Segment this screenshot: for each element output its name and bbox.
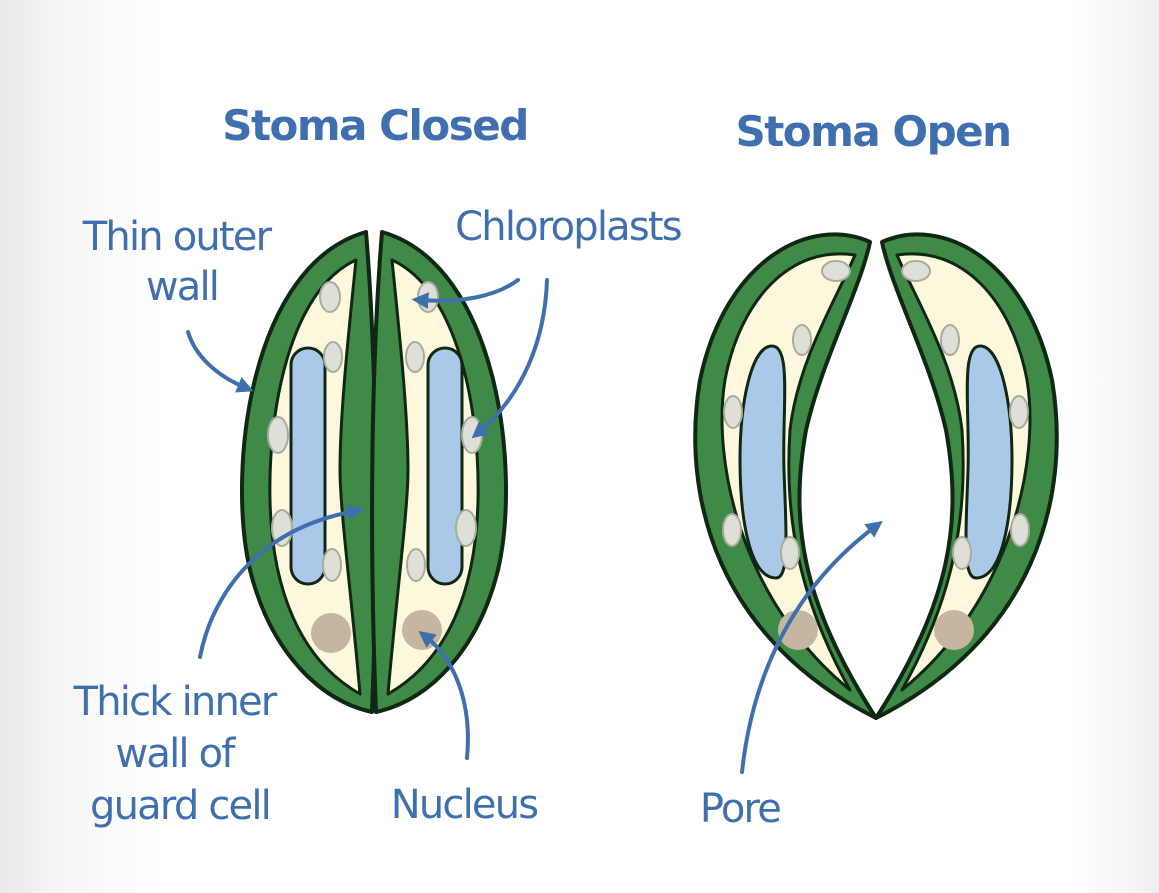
arrow-outer-wall	[186, 330, 254, 393]
guard-cell-right-open	[874, 232, 1059, 720]
guard-cell-left-closed	[240, 230, 378, 714]
guard-cell-left-open	[693, 232, 878, 720]
arrow-chloroplast-upper	[411, 278, 520, 310]
title-stoma-closed: Stoma Closed	[222, 101, 528, 150]
label-pore: Pore	[700, 786, 780, 832]
title-stoma-open: Stoma Open	[735, 107, 1010, 156]
chloroplasts-right-open	[901, 260, 1030, 570]
guard-cell-right-closed	[370, 230, 508, 714]
label-chloroplasts: Chloroplasts	[455, 204, 681, 250]
stoma-open	[693, 232, 1059, 720]
nucleus-left-closed	[311, 613, 351, 653]
nucleus-left-open	[778, 610, 818, 650]
label-thick-inner-wall: Thick inner wall of guard cell	[73, 679, 287, 829]
chloroplasts-left-closed	[267, 281, 343, 582]
stoma-closed	[240, 230, 508, 714]
vacuole-right-closed	[426, 346, 464, 586]
label-nucleus: Nucleus	[391, 782, 538, 828]
vacuole-left-closed	[289, 346, 327, 586]
label-thin-outer-wall: Thin outer wall	[82, 214, 281, 310]
arrow-pore	[740, 520, 883, 774]
arrow-inner-wall	[198, 504, 365, 659]
arrow-nucleus	[418, 630, 470, 760]
arrow-chloroplast-lower	[471, 278, 549, 439]
nucleus-right-open	[934, 610, 974, 650]
chloroplasts-left-open	[722, 260, 851, 570]
